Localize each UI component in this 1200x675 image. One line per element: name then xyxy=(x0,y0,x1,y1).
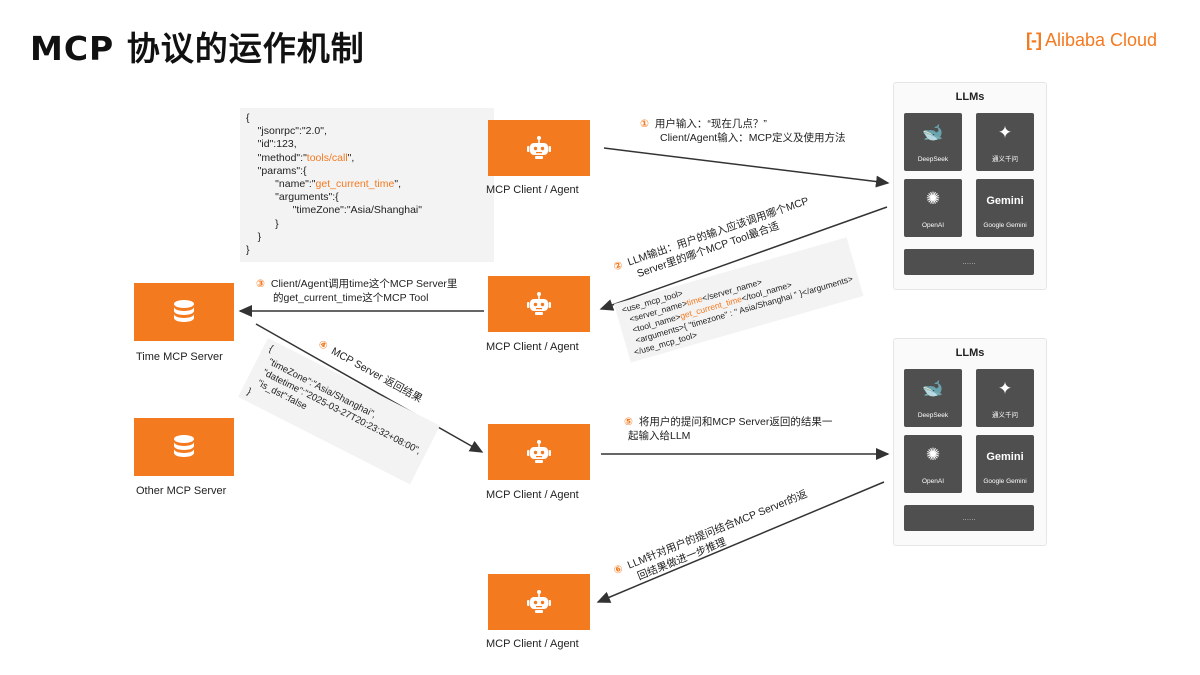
logo-text: Alibaba Cloud xyxy=(1044,30,1158,50)
request-json-line: "name":"get_current_time", xyxy=(246,178,401,191)
whale-icon: 🐋 xyxy=(922,123,944,142)
database-icon xyxy=(174,300,194,322)
agent-label-1: MCP Client / Agent xyxy=(486,184,579,196)
arrow-step-2 xyxy=(599,206,888,311)
agent-box-2 xyxy=(488,276,590,332)
arrow-step-1 xyxy=(603,147,890,188)
request-json-line: "arguments":{ xyxy=(246,191,339,204)
other-server-box xyxy=(134,418,234,476)
request-json-line: } xyxy=(246,217,279,230)
request-json-line: "method":"tools/call", xyxy=(246,151,355,164)
gemini-wordmark: Gemini xyxy=(986,195,1024,207)
tile-qwen: ✦通义千问 xyxy=(976,369,1034,427)
request-json-line: "jsonrpc":"2.0", xyxy=(246,125,327,138)
request-json-line: } xyxy=(246,230,262,243)
alibaba-cloud-logo: [-] Alibaba Cloud xyxy=(1026,30,1157,51)
page-title: MCP 协议的运作机制 xyxy=(30,29,365,68)
arrow-step-4 xyxy=(255,323,484,453)
robot-icon xyxy=(527,590,551,613)
request-json-line: { xyxy=(246,112,250,124)
tile-openai: ✺OpenAI xyxy=(904,179,962,237)
tile-deepseek: 🐋DeepSeek xyxy=(904,113,962,171)
agent-label-4: MCP Client / Agent xyxy=(486,638,579,650)
alibaba-cloud-logo-icon: [-] xyxy=(1026,30,1042,50)
llm-panel-title: LLMs xyxy=(955,91,985,103)
agent-label-3: MCP Client / Agent xyxy=(486,489,579,501)
arrow-step-6 xyxy=(596,481,885,603)
whale-icon: 🐋 xyxy=(922,379,944,398)
agent-box-1 xyxy=(488,120,590,176)
gemini-wordmark: Gemini xyxy=(986,451,1024,463)
robot-icon xyxy=(527,292,551,315)
request-json-line: "params":{ xyxy=(246,164,307,177)
database-icon xyxy=(174,435,194,457)
tile-deepseek: 🐋DeepSeek xyxy=(904,369,962,427)
llm-panel-title: LLMs xyxy=(955,347,985,359)
more-models-bar: ...... xyxy=(904,505,1034,531)
request-json-line: "timeZone":"Asia/Shanghai" xyxy=(246,204,422,217)
agent-label-2: MCP Client / Agent xyxy=(486,341,579,353)
more-models-bar: ...... xyxy=(904,249,1034,275)
qwen-icon: ✦ xyxy=(997,123,1013,142)
time-server-box xyxy=(134,283,234,341)
agent-box-4 xyxy=(488,574,590,630)
openai-icon: ✺ xyxy=(925,445,941,464)
other-server-label: Other MCP Server xyxy=(136,485,227,497)
time-server-label: Time MCP Server xyxy=(136,351,223,363)
robot-icon xyxy=(527,136,551,159)
request-json-block: { "jsonrpc":"2.0", "id":123, "method":"t… xyxy=(240,108,494,262)
robot-icon xyxy=(527,440,551,463)
agent-box-3 xyxy=(488,424,590,480)
tile-openai: ✺OpenAI xyxy=(904,435,962,493)
request-json-line: "id":123, xyxy=(246,138,297,151)
request-json-line: } xyxy=(246,244,250,257)
tile-qwen: ✦通义千问 xyxy=(976,113,1034,171)
openai-icon: ✺ xyxy=(925,189,941,208)
qwen-icon: ✦ xyxy=(997,379,1013,398)
